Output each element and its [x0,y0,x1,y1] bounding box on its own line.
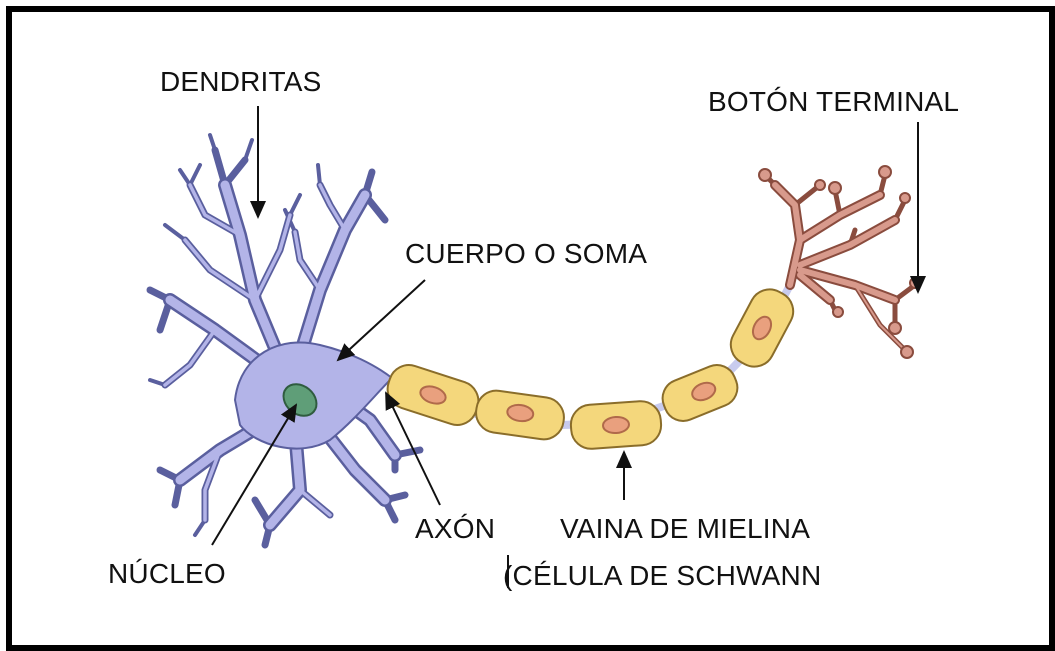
schwann-cell [657,359,743,426]
dendrites-label: DENDRITAS [160,66,322,98]
terminal-button-label: BOTÓN TERMINAL [708,86,959,118]
dendrites [150,135,420,545]
schwann-cell [570,400,663,450]
soma-label: CUERPO O SOMA [405,238,647,270]
schwann-cell [474,388,567,442]
myelin-label: VAINA DE MIELINA [560,513,810,545]
schwann-label: (CÉLULA DE SCHWANN [503,560,821,592]
soma-pointer [338,280,425,360]
schwann-cell [382,360,483,430]
axon-label: AXÓN [415,513,495,545]
nucleus-label: NÚCLEO [108,558,226,590]
